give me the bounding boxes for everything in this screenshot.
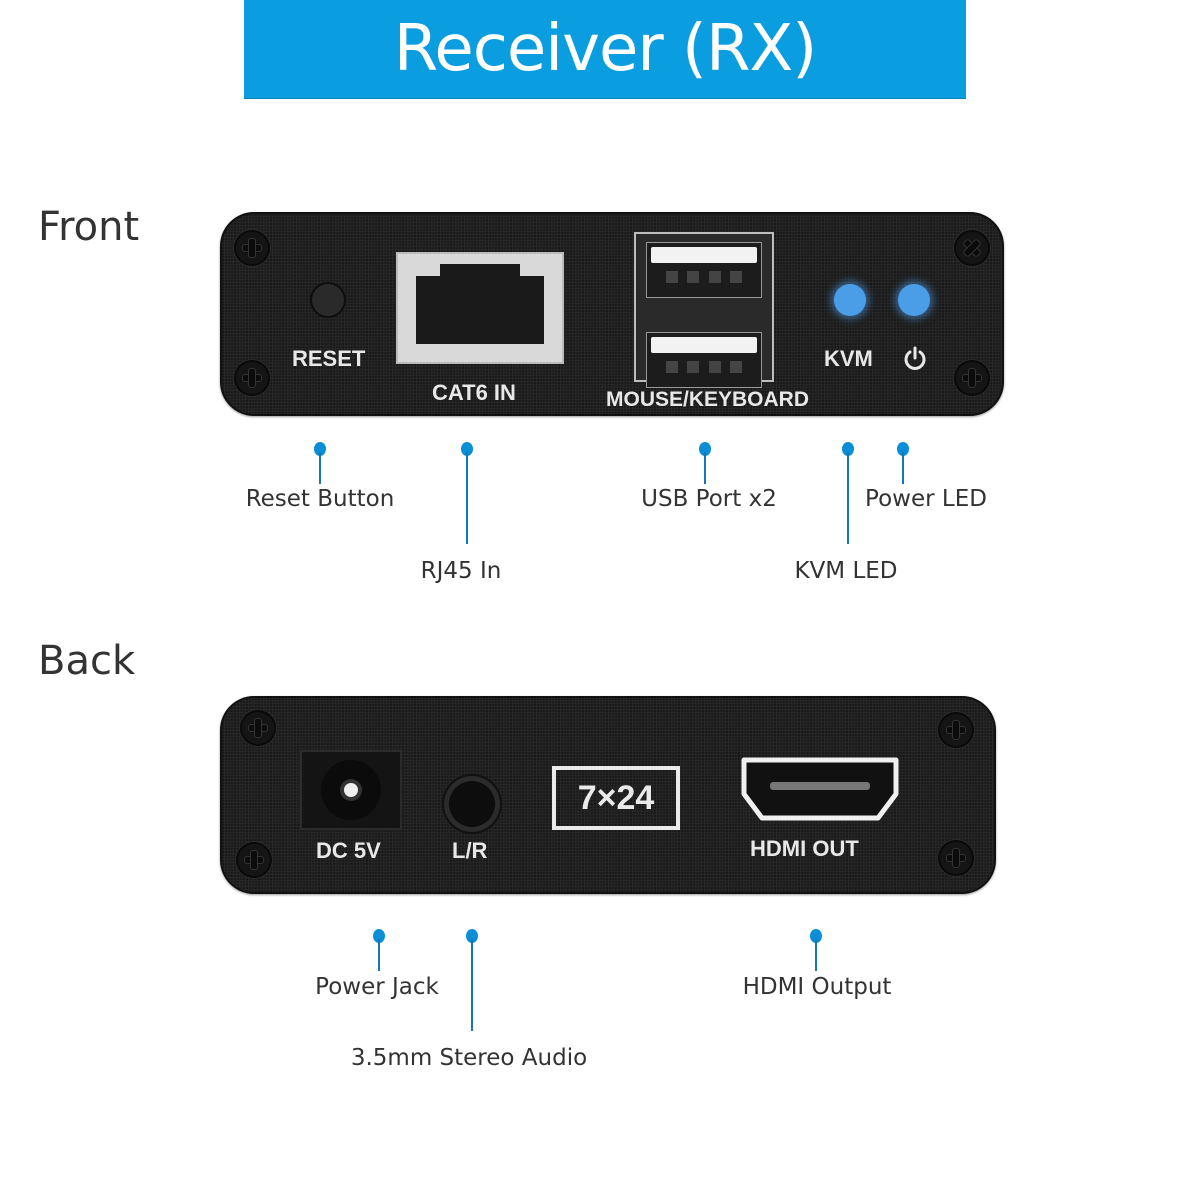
screw-icon [954, 360, 990, 396]
audio-label: L/R [452, 838, 488, 863]
dc-label: DC 5V [316, 838, 381, 863]
audio-jack [444, 776, 500, 832]
hdmi-label: HDMI OUT [750, 836, 859, 861]
uptime-badge: 7×24 [552, 766, 680, 830]
rj45-port [396, 252, 564, 364]
kvm-label: KVM [824, 346, 873, 371]
usb-port-bottom [646, 332, 762, 388]
screw-icon [938, 840, 974, 876]
back-section-label: Back [38, 638, 136, 684]
screw-icon [946, 222, 998, 274]
cat6-label: CAT6 IN [432, 380, 516, 405]
page-title: Receiver (RX) [393, 12, 817, 86]
title-banner: Receiver (RX) [244, 0, 966, 99]
screw-icon [938, 712, 974, 748]
power-icon [904, 346, 926, 370]
usb-ports [634, 232, 774, 388]
reset-button[interactable] [310, 282, 346, 318]
screw-icon [240, 710, 276, 746]
hdmi-port [741, 757, 899, 821]
dc-power-jack [300, 750, 402, 830]
usb-label: MOUSE/KEYBOARD [606, 388, 810, 411]
power-led [898, 284, 930, 316]
front-panel: RESET CAT6 IN MOUSE/KEYBOARD KVM [220, 212, 1004, 416]
screw-icon [234, 360, 270, 396]
screw-icon [236, 842, 272, 878]
usb-port-top [646, 242, 762, 298]
reset-label: RESET [292, 346, 366, 371]
front-section-label: Front [38, 204, 140, 250]
back-panel: DC 5V L/R 7×24 HDMI OUT [220, 696, 996, 894]
kvm-led [834, 284, 866, 316]
screw-icon [234, 230, 270, 266]
